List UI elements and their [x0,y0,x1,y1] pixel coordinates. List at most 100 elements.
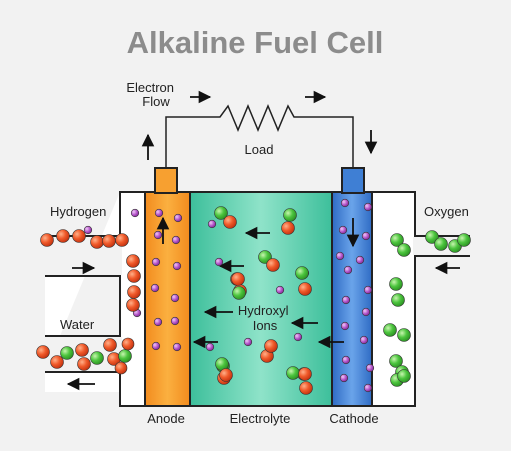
electron-icon [363,285,373,295]
cathode-plate [331,191,373,407]
electron-icon [361,307,371,317]
hydrogen-atom-icon [36,345,50,359]
oxygen-atom-icon [389,277,403,291]
electron-icon [83,225,93,235]
hydrogen-atom-icon [231,272,245,286]
electron-icon [151,257,161,267]
electron-icon [355,255,365,265]
anode-plate [144,191,191,407]
hydrogen-atom-icon [126,298,140,312]
electron-icon [275,285,285,295]
electron-icon [341,295,351,305]
hydrogen-atom-icon [298,367,312,381]
oxygen-atom-icon [383,323,397,337]
hydrogen-atom-icon [223,215,237,229]
electron-icon [338,225,348,235]
hydrogen-atom-icon [264,339,278,353]
hydrogen-atom-icon [56,229,70,243]
electron-icon [170,293,180,303]
hydrogen-atom-icon [299,381,313,395]
electron-icon [341,355,351,365]
anode-terminal [154,167,178,194]
electron-icon [365,363,375,373]
load-label: Load [245,142,274,157]
electron-icon [363,202,373,212]
electron-icon [293,332,303,342]
electron-icon [150,283,160,293]
oxygen-atom-icon [397,328,411,342]
electron-icon [173,213,183,223]
oxygen-atom-icon [434,237,448,251]
hydrogen-atom-icon [121,337,135,351]
oxygen-atom-icon [232,286,246,300]
water-label: Water [60,317,95,332]
cathode-terminal [341,167,365,194]
electron-icon [214,257,224,267]
electron-icon [363,383,373,393]
electron-icon [153,230,163,240]
electron-icon [172,261,182,271]
hydrogen-atom-icon [219,368,233,382]
hydrogen-atom-icon [298,282,312,296]
hydroxyl-ions-label: Hydroxyl Ions [238,303,292,333]
electron-icon [359,335,369,345]
electron-icon [154,208,164,218]
oxygen-atom-icon [397,243,411,257]
oxygen-atom-icon [457,233,471,247]
electron-icon [335,251,345,261]
hydrogen-atom-icon [103,338,117,352]
hydrogen-label: Hydrogen [50,204,106,219]
electron-icon [340,321,350,331]
hydrogen-atom-icon [90,235,104,249]
oxygen-atom-icon [391,293,405,307]
electron-icon [339,373,349,383]
particles [36,198,471,395]
hydrogen-atom-icon [115,233,129,247]
electron-flow-label: Electron Flow [126,80,177,109]
oxygen-atom-icon [389,354,403,368]
oxygen-atom-icon [397,369,411,383]
oxygen-atom-icon [214,206,228,220]
hydrogen-atom-icon [72,229,86,243]
oxygen-atom-icon [283,208,297,222]
oxygen-atom-icon [60,346,74,360]
flow-direction-arrows [66,216,460,391]
hydrogen-atom-icon [127,269,141,283]
oxygen-atom-icon [118,349,132,363]
hydrogen-atom-icon [266,258,280,272]
water-outlet-pipe [45,335,121,373]
electron-icon [361,231,371,241]
anode-label: Anode [147,411,185,426]
electron-icon [170,316,180,326]
electron-icon [207,219,217,229]
electron-icon [171,235,181,245]
hydrogen-atom-icon [127,285,141,299]
cathode-label: Cathode [329,411,378,426]
hydrogen-atom-icon [281,221,295,235]
electron-icon [130,208,140,218]
electron-flow-arrows [141,90,378,160]
electron-icon [151,341,161,351]
page-title: Alkaline Fuel Cell [127,25,384,60]
hydrogen-atom-icon [102,234,116,248]
hydrogen-atom-icon [75,343,89,357]
oxygen-atom-icon [295,266,309,280]
oxygen-atom-icon [425,230,439,244]
electron-icon [343,265,353,275]
oxygen-atom-icon [90,351,104,365]
electron-icon [340,198,350,208]
electron-icon [153,317,163,327]
hydrogen-atom-icon [114,361,128,375]
hydrogen-atom-icon [126,254,140,268]
oxygen-atom-icon [390,233,404,247]
oxygen-atom-icon [286,366,300,380]
electron-icon [205,342,215,352]
hydrogen-atom-icon [77,357,91,371]
hydrogen-atom-icon [40,233,54,247]
electrolyte-label: Electrolyte [230,411,291,426]
oxygen-label: Oxygen [424,204,469,219]
electron-icon [243,337,253,347]
hydrogen-atom-icon [50,355,64,369]
external-circuit [165,104,354,168]
